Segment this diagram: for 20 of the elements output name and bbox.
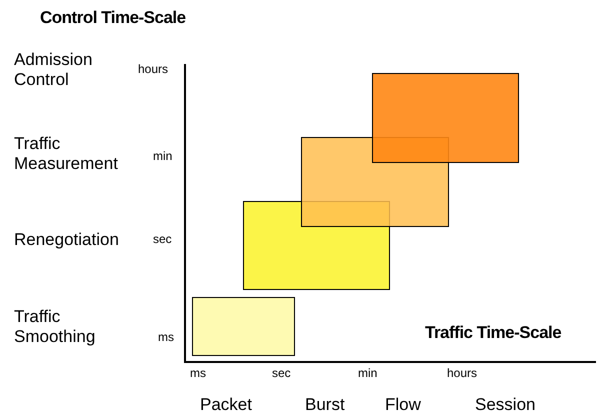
axis-title: Traffic Time-Scale (425, 323, 562, 343)
control-label: Traffic Smoothing (14, 307, 96, 346)
category-label: Flow (385, 395, 421, 415)
tick-label: sec (153, 233, 172, 247)
tick-label: sec (272, 367, 291, 381)
tick-label: hours (138, 63, 168, 77)
control-label: Traffic Measurement (14, 134, 119, 174)
control-label: Renegotiation (14, 230, 119, 250)
axis-title: Control Time-Scale (40, 8, 186, 28)
time-scale-box (372, 73, 519, 163)
tick-label: min (358, 367, 378, 381)
control-label: Admission Control (14, 50, 94, 90)
time-scale-box (192, 297, 295, 356)
category-label: Packet (200, 395, 252, 415)
tick-label: ms (190, 367, 206, 381)
tick-label: ms (158, 331, 174, 345)
tick-label: hours (447, 367, 478, 381)
category-label: Burst (305, 395, 345, 415)
category-label: Session (475, 395, 536, 415)
tick-label: min (153, 150, 172, 164)
